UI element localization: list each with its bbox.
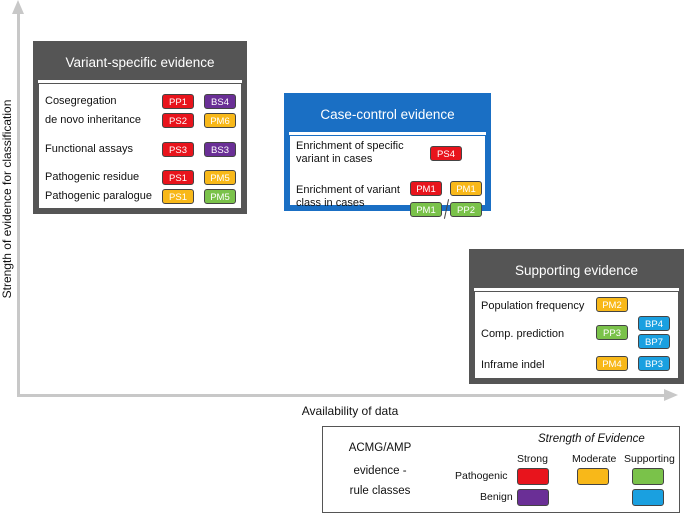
- evidence-badge: PP3: [596, 325, 628, 340]
- evidence-badge: PM6: [204, 113, 236, 128]
- row-label: Population frequency: [481, 300, 585, 312]
- supporting-panel: Supporting evidence Population frequency…: [469, 249, 684, 384]
- supporting-body: Population frequency PM2 Comp. predictio…: [474, 291, 679, 379]
- row-label: Cosegregation: [45, 95, 117, 107]
- evidence-badge: PM1: [410, 181, 442, 196]
- legend-row-benign: Benign: [480, 491, 513, 503]
- swatch-pathogenic-strong: [517, 468, 549, 485]
- row-label: de novo inheritance: [45, 114, 142, 126]
- swatch-pathogenic-supporting: [632, 468, 664, 485]
- evidence-badge: PM5: [204, 189, 236, 204]
- case-control-title: Case-control evidence: [289, 98, 486, 132]
- x-axis-label: Availability of data: [301, 404, 399, 418]
- row-label: Pathogenic paralogue: [45, 190, 153, 202]
- y-axis-label: Strength of evidence for classification: [0, 99, 14, 299]
- variant-specific-body: Cosegregation PP1 BS4 de novo inheritanc…: [38, 83, 242, 209]
- evidence-badge: PM5: [204, 170, 236, 185]
- x-axis-arrowhead: [664, 389, 678, 401]
- evidence-badge: PS2: [162, 113, 194, 128]
- evidence-badge: PP2: [450, 202, 482, 217]
- row-label: class in cases: [296, 197, 365, 209]
- evidence-badge: PM4: [596, 356, 628, 371]
- swatch-benign-strong: [517, 489, 549, 506]
- row-label: Comp. prediction: [481, 328, 565, 340]
- evidence-badge: BP4: [638, 316, 670, 331]
- legend: ACMG/AMP evidence - rule classes Strengt…: [322, 426, 680, 513]
- legend-row-pathogenic: Pathogenic: [455, 470, 508, 482]
- evidence-badge: PS4: [430, 146, 462, 161]
- swatch-benign-supporting: [632, 489, 664, 506]
- evidence-badge: BS3: [204, 142, 236, 157]
- legend-col-supporting: Supporting: [624, 453, 675, 465]
- evidence-badge: PP1: [162, 94, 194, 109]
- legend-col-strong: Strong: [517, 453, 548, 465]
- row-label: Inframe indel: [481, 359, 545, 371]
- legend-heading: Strength of Evidence: [538, 433, 645, 445]
- evidence-badge: PS1: [162, 189, 194, 204]
- variant-specific-title: Variant-specific evidence: [38, 46, 242, 80]
- supporting-title: Supporting evidence: [474, 254, 679, 288]
- evidence-badge: BS4: [204, 94, 236, 109]
- row-label: variant in cases: [296, 153, 373, 165]
- evidence-badge: PS3: [162, 142, 194, 157]
- row-label: Functional assays: [45, 143, 134, 155]
- variant-specific-panel: Variant-specific evidence Cosegregation …: [33, 41, 247, 214]
- row-label: Pathogenic residue: [45, 171, 140, 183]
- legend-title-line1: ACMG/AMP: [348, 442, 412, 454]
- evidence-badge: BP7: [638, 334, 670, 349]
- evidence-badge: PM1: [450, 181, 482, 196]
- y-axis: [17, 12, 20, 397]
- row-label: Enrichment of specific: [296, 140, 404, 152]
- evidence-badge: PM1: [410, 202, 442, 217]
- evidence-badge: PM2: [596, 297, 628, 312]
- legend-col-moderate: Moderate: [572, 453, 617, 465]
- row-label: Enrichment of variant: [296, 184, 400, 196]
- evidence-badge: PS1: [162, 170, 194, 185]
- legend-title-line3: rule classes: [349, 485, 411, 497]
- swatch-pathogenic-moderate: [577, 468, 609, 485]
- y-axis-arrowhead: [12, 0, 24, 14]
- legend-title-line2: evidence -: [353, 465, 407, 477]
- evidence-badge: BP3: [638, 356, 670, 371]
- x-axis: [17, 394, 667, 397]
